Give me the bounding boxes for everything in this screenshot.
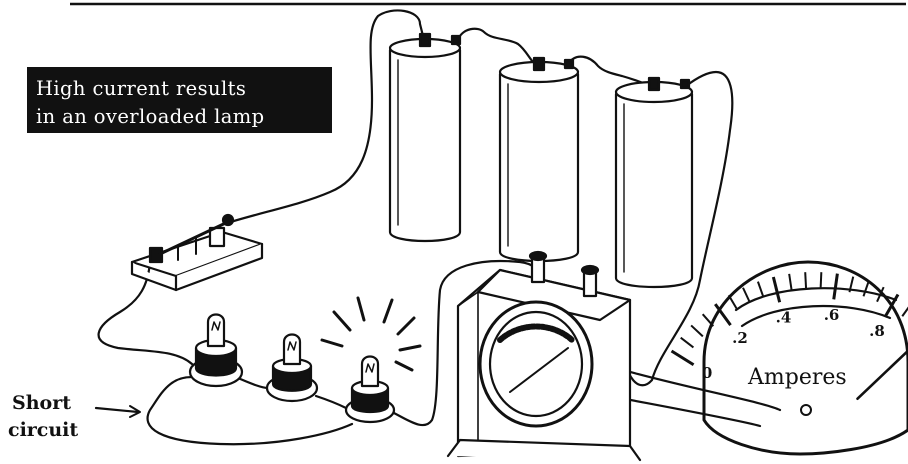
wire-battery1-to-battery2: [458, 29, 535, 64]
lamp-3-overloaded: [346, 357, 394, 423]
dial-tick: [672, 351, 694, 365]
short-circuit-label-line-1: Short: [12, 392, 71, 414]
wire-lamp2-to-lamp3: [316, 396, 346, 408]
lamp-2: [267, 335, 317, 402]
dial-tick: [863, 281, 868, 296]
dial-tick-label: .8: [869, 322, 885, 340]
wire-lamp1-to-lamp2: [238, 378, 268, 388]
dial-tick-label: .2: [732, 329, 748, 347]
battery-3: [616, 78, 692, 287]
battery-1: [390, 34, 460, 241]
dial-tick: [703, 314, 714, 326]
dial-tick: [743, 288, 750, 303]
short-circuit-wire: [148, 377, 352, 444]
dial-tick: [789, 274, 791, 290]
dial-tick: [758, 282, 763, 297]
dial-tick: [821, 272, 822, 288]
dial-tick: [729, 295, 737, 309]
lamp-1: [190, 315, 242, 387]
dial-tick: [902, 303, 908, 316]
short-circuit-label-line-2: circuit: [8, 419, 78, 441]
caption-box: High current results in an overloaded la…: [27, 67, 332, 133]
ammeter: [448, 252, 640, 460]
dial-tick-label: 0: [702, 364, 712, 382]
caption-line-2: in an overloaded lamp: [36, 105, 265, 128]
caption-line-1: High current results: [36, 77, 246, 100]
meter-dial-enlarged: 0.2.4.6.81 Amperes: [672, 262, 908, 454]
dial-unit-label: Amperes: [747, 365, 847, 390]
knife-switch: [132, 215, 262, 290]
dial-tick: [681, 338, 694, 348]
short-circuit-arrow: [96, 408, 138, 412]
dial-tick: [691, 325, 703, 336]
dial-tick-label: .4: [776, 309, 792, 327]
dial-tick: [805, 272, 806, 288]
dial-tick: [773, 277, 779, 302]
battery-2: [500, 58, 578, 261]
dial-zero-adjust-screw: [801, 405, 811, 415]
dial-tick: [834, 274, 838, 300]
dial-tick-label: .6: [824, 306, 840, 324]
